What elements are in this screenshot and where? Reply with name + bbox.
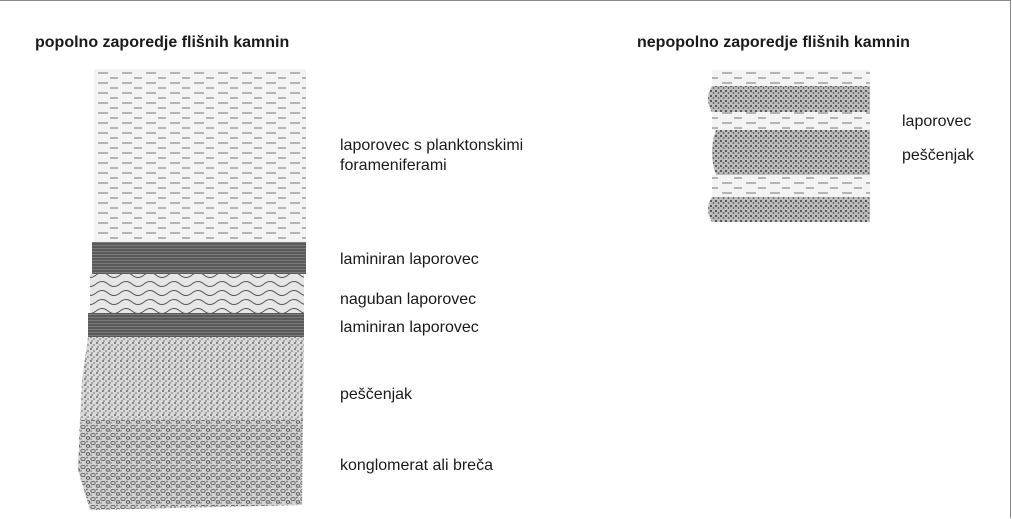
label-folded-marl: naguban laporovec: [340, 290, 476, 310]
layer-marl-top: [712, 70, 870, 86]
incomplete-column: [708, 70, 870, 222]
label-marl-plankton-line-1: laporovec s planktonskimi: [340, 136, 523, 156]
layer-marl-2: [712, 112, 870, 130]
label-marl-plankton-line-2: forameniferami: [340, 156, 523, 176]
label-laminated-marl-upper: laminiran laporovec: [340, 250, 479, 270]
layer-sandstone-1: [708, 86, 870, 112]
label-marl: laporovec: [902, 112, 971, 132]
layer-marl-3: [712, 175, 870, 197]
layer-folded-marl: [90, 274, 304, 313]
label-conglomerate: konglomerat ali breča: [340, 456, 493, 476]
label-sandstone-incomplete: peščenjak: [902, 146, 974, 166]
layer-sandstone: [80, 337, 304, 420]
label-marl-plankton: laporovec s planktonskimi forameniferami: [340, 136, 523, 176]
complete-column: [78, 69, 306, 510]
layer-sandstone-3: [708, 197, 870, 222]
label-sandstone: peščenjak: [340, 385, 412, 405]
label-laminated-marl-lower: laminiran laporovec: [340, 318, 479, 338]
layer-marl-plankton: [94, 69, 306, 242]
layer-laminated-marl-upper: [92, 242, 306, 274]
layer-conglomerate: [78, 420, 303, 510]
layer-laminated-marl-lower: [88, 313, 304, 337]
layer-sandstone-2: [712, 130, 870, 175]
